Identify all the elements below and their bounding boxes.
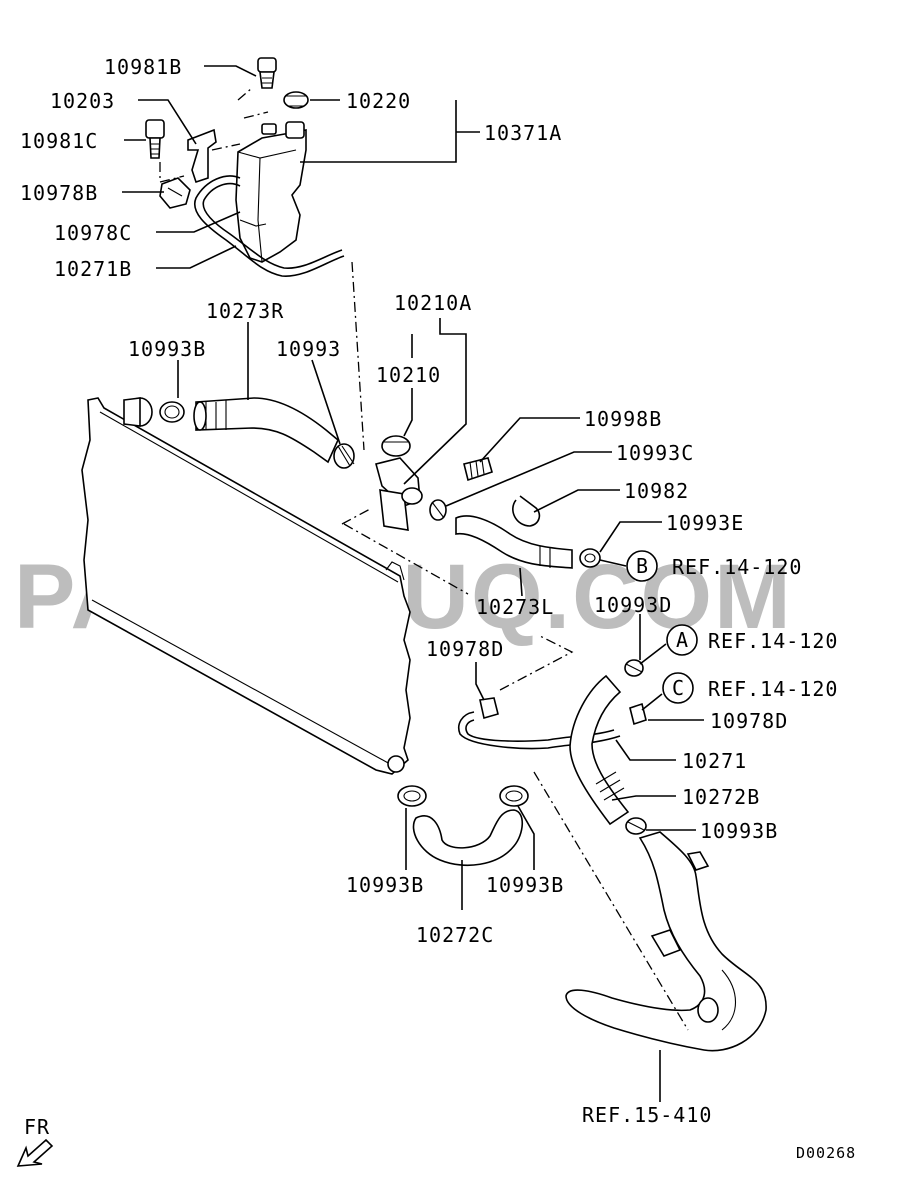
- clip-10978d-left: [479, 697, 499, 720]
- hose-10273r: [193, 397, 339, 464]
- label-10993: 10993: [276, 337, 341, 361]
- diagram-code: D00268: [796, 1144, 856, 1162]
- label-10981c: 10981C: [20, 129, 98, 153]
- label-10220: 10220: [346, 89, 411, 113]
- label-10271b: 10271B: [54, 257, 132, 281]
- radiator-inlet: [123, 397, 153, 427]
- label-10978c: 10978C: [54, 221, 132, 245]
- bolt-10981b: [257, 57, 277, 89]
- thermostat-housing: [375, 435, 423, 531]
- radiator: [81, 397, 411, 775]
- ref-text-c: REF.14-120: [708, 677, 838, 701]
- label-10993b-upper: 10993B: [128, 337, 206, 361]
- strap-10982: [512, 495, 541, 527]
- label-10210: 10210: [376, 363, 441, 387]
- label-10981b: 10981B: [104, 55, 182, 79]
- ref-text-b: REF.14-120: [672, 555, 802, 579]
- label-10203: 10203: [50, 89, 115, 113]
- label-10978d-right: 10978D: [710, 709, 788, 733]
- label-10271: 10271: [682, 749, 747, 773]
- front-direction-indicator: FR: [16, 1115, 54, 1167]
- dashline-thermostat: [341, 507, 469, 595]
- clamp-10993: [333, 443, 355, 469]
- ref-letter-b: B: [636, 554, 649, 578]
- label-10982: 10982: [624, 479, 689, 503]
- clamp-10993b-right: [625, 817, 647, 835]
- clamp-10993b-lower-right: [499, 785, 529, 807]
- label-10993e: 10993E: [666, 511, 744, 535]
- bolt-10981c: [145, 119, 165, 159]
- dashline-bolt: [237, 87, 269, 119]
- clip-10978b: [159, 177, 191, 209]
- label-ref-15-410: REF.15-410: [582, 1103, 712, 1127]
- hose-10271b: [193, 175, 345, 277]
- ref-letter-c: C: [672, 676, 685, 700]
- clamp-10993b-lower-left: [397, 785, 427, 807]
- clamp-10993e: [579, 548, 601, 568]
- label-10998b: 10998B: [584, 407, 662, 431]
- ref-circle-c: [662, 672, 694, 704]
- hose-10273l: [455, 515, 573, 569]
- label-10993b-lower-left: 10993B: [346, 873, 424, 897]
- clamp-10993c: [429, 499, 447, 521]
- dashline-10978d: [499, 635, 574, 691]
- label-10371a: 10371A: [484, 121, 562, 145]
- label-10978b: 10978B: [20, 181, 98, 205]
- label-10210a: 10210A: [394, 291, 472, 315]
- reservoir-tank: [235, 121, 307, 263]
- hose-10272b: [569, 674, 630, 826]
- leader-lines: [122, 65, 704, 1102]
- label-10993b-lower-right: 10993B: [486, 873, 564, 897]
- ref-circle-b: [626, 550, 658, 582]
- sensor-10998b: [463, 457, 493, 482]
- hose-10272c: [412, 809, 524, 866]
- label-10273r: 10273R: [206, 299, 284, 323]
- label-10272c: 10272C: [416, 923, 494, 947]
- label-10993b-right: 10993B: [700, 819, 778, 843]
- dashline-tank: [351, 261, 365, 451]
- dashline-clip: [159, 143, 241, 183]
- label-10993d: 10993D: [594, 593, 672, 617]
- label-10978d-left: 10978D: [426, 637, 504, 661]
- ref-text-a: REF.14-120: [708, 629, 838, 653]
- ref-circle-a: [666, 624, 698, 656]
- clamp-10993b-upper: [159, 401, 185, 423]
- engine-water-pipe: [565, 831, 767, 1052]
- label-fr: FR: [24, 1115, 50, 1139]
- label-10273l: 10273L: [476, 595, 554, 619]
- clip-10978d-right: [629, 702, 647, 726]
- label-10993c: 10993C: [616, 441, 694, 465]
- label-10272b: 10272B: [682, 785, 760, 809]
- clamp-10993d: [624, 659, 644, 677]
- reservoir-cap: [283, 91, 309, 109]
- front-arrow-icon: [16, 1138, 54, 1167]
- ref-letter-a: A: [676, 628, 689, 652]
